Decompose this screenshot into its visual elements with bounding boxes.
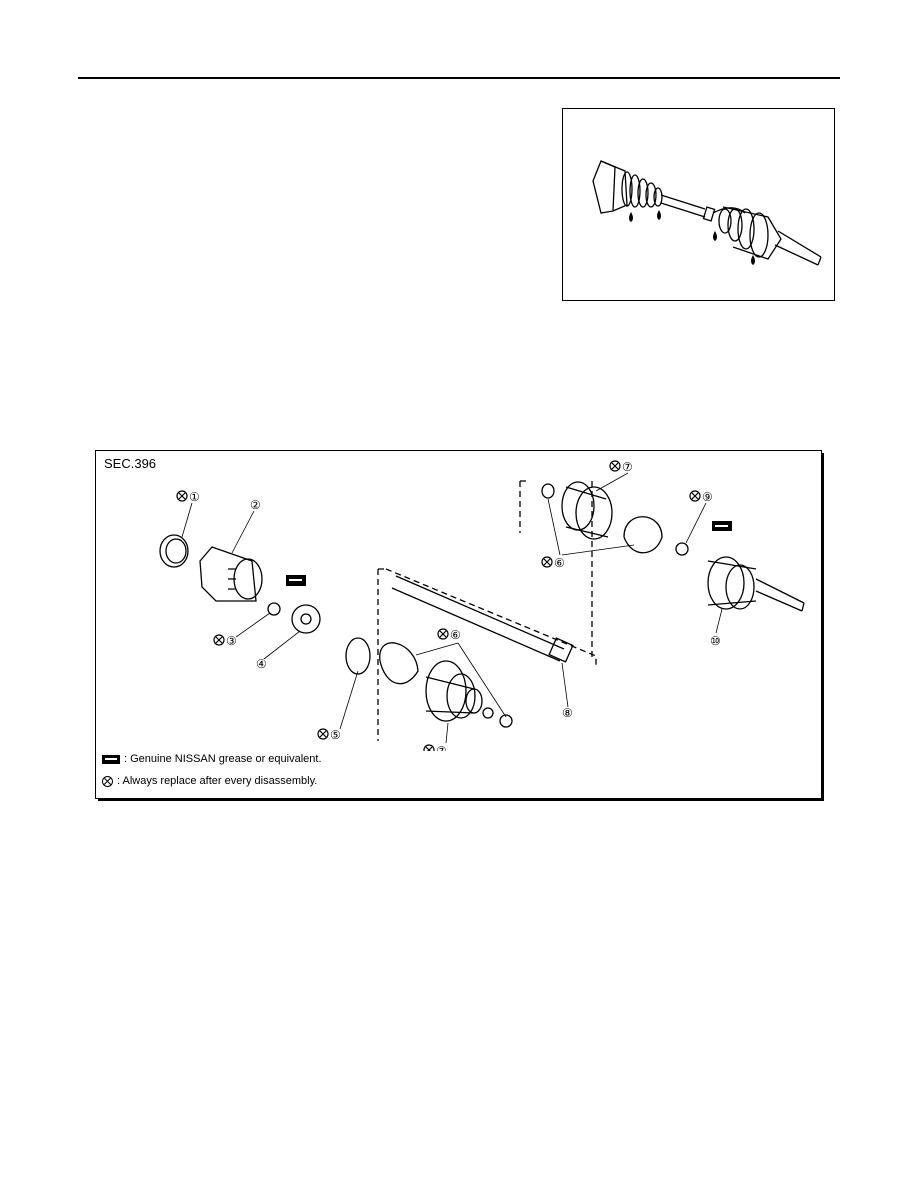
callout-4: ④ [256,657,267,671]
callout-2: ② [250,498,261,512]
part-6-clamp-upper [541,483,555,499]
exploded-view-drawing: ① ② ③ ④ ⑤ ⑥ ⑦ ⑧ ⑥ ⑦ ⑨ ⑩ [159,460,805,751]
callout-3: ③ [226,634,237,648]
part-2-housing [199,546,257,602]
driveshaft-overview-drawing [592,160,822,266]
part-4-spider [291,604,321,634]
part-8-shaft [395,575,565,650]
legend-replace: : Always replace after every disassembly… [102,775,317,787]
callout-8: ⑧ [562,706,573,720]
grease-icon [102,754,120,764]
exploded-view-figure: SEC.396 [95,450,824,801]
part-9-circlip [675,542,689,556]
callout-5: ⑤ [330,728,341,742]
callout-6-lower: ⑥ [450,628,461,642]
part-1-snap-ring [159,534,189,568]
legend-replace-text: : Always replace after every disassembly… [117,775,318,787]
part-5-ring [345,637,371,675]
part-6-band-upper [623,516,663,554]
part-7-boot-upper [561,481,595,531]
part-10-outer-joint [707,556,745,610]
replace-icon [102,775,113,787]
callout-7-lower: ⑦ [436,744,447,751]
legend-grease-text: : Genuine NISSAN grease or equivalent. [124,753,322,765]
callout-10: ⑩ [710,634,721,648]
driveshaft-overview-figure [562,108,835,301]
callout-9: ⑨ [702,490,713,504]
callout-1: ① [189,490,200,504]
callout-6-upper: ⑥ [554,556,565,570]
callout-7-upper: ⑦ [622,460,633,474]
part-6-band-lower [379,642,419,685]
legend-grease: : Genuine NISSAN grease or equivalent. [102,753,322,765]
part-3-circlip [267,602,281,616]
section-number: SEC.396 [104,456,157,471]
part-7-boot-lower [425,660,467,722]
header-rule [78,77,840,79]
